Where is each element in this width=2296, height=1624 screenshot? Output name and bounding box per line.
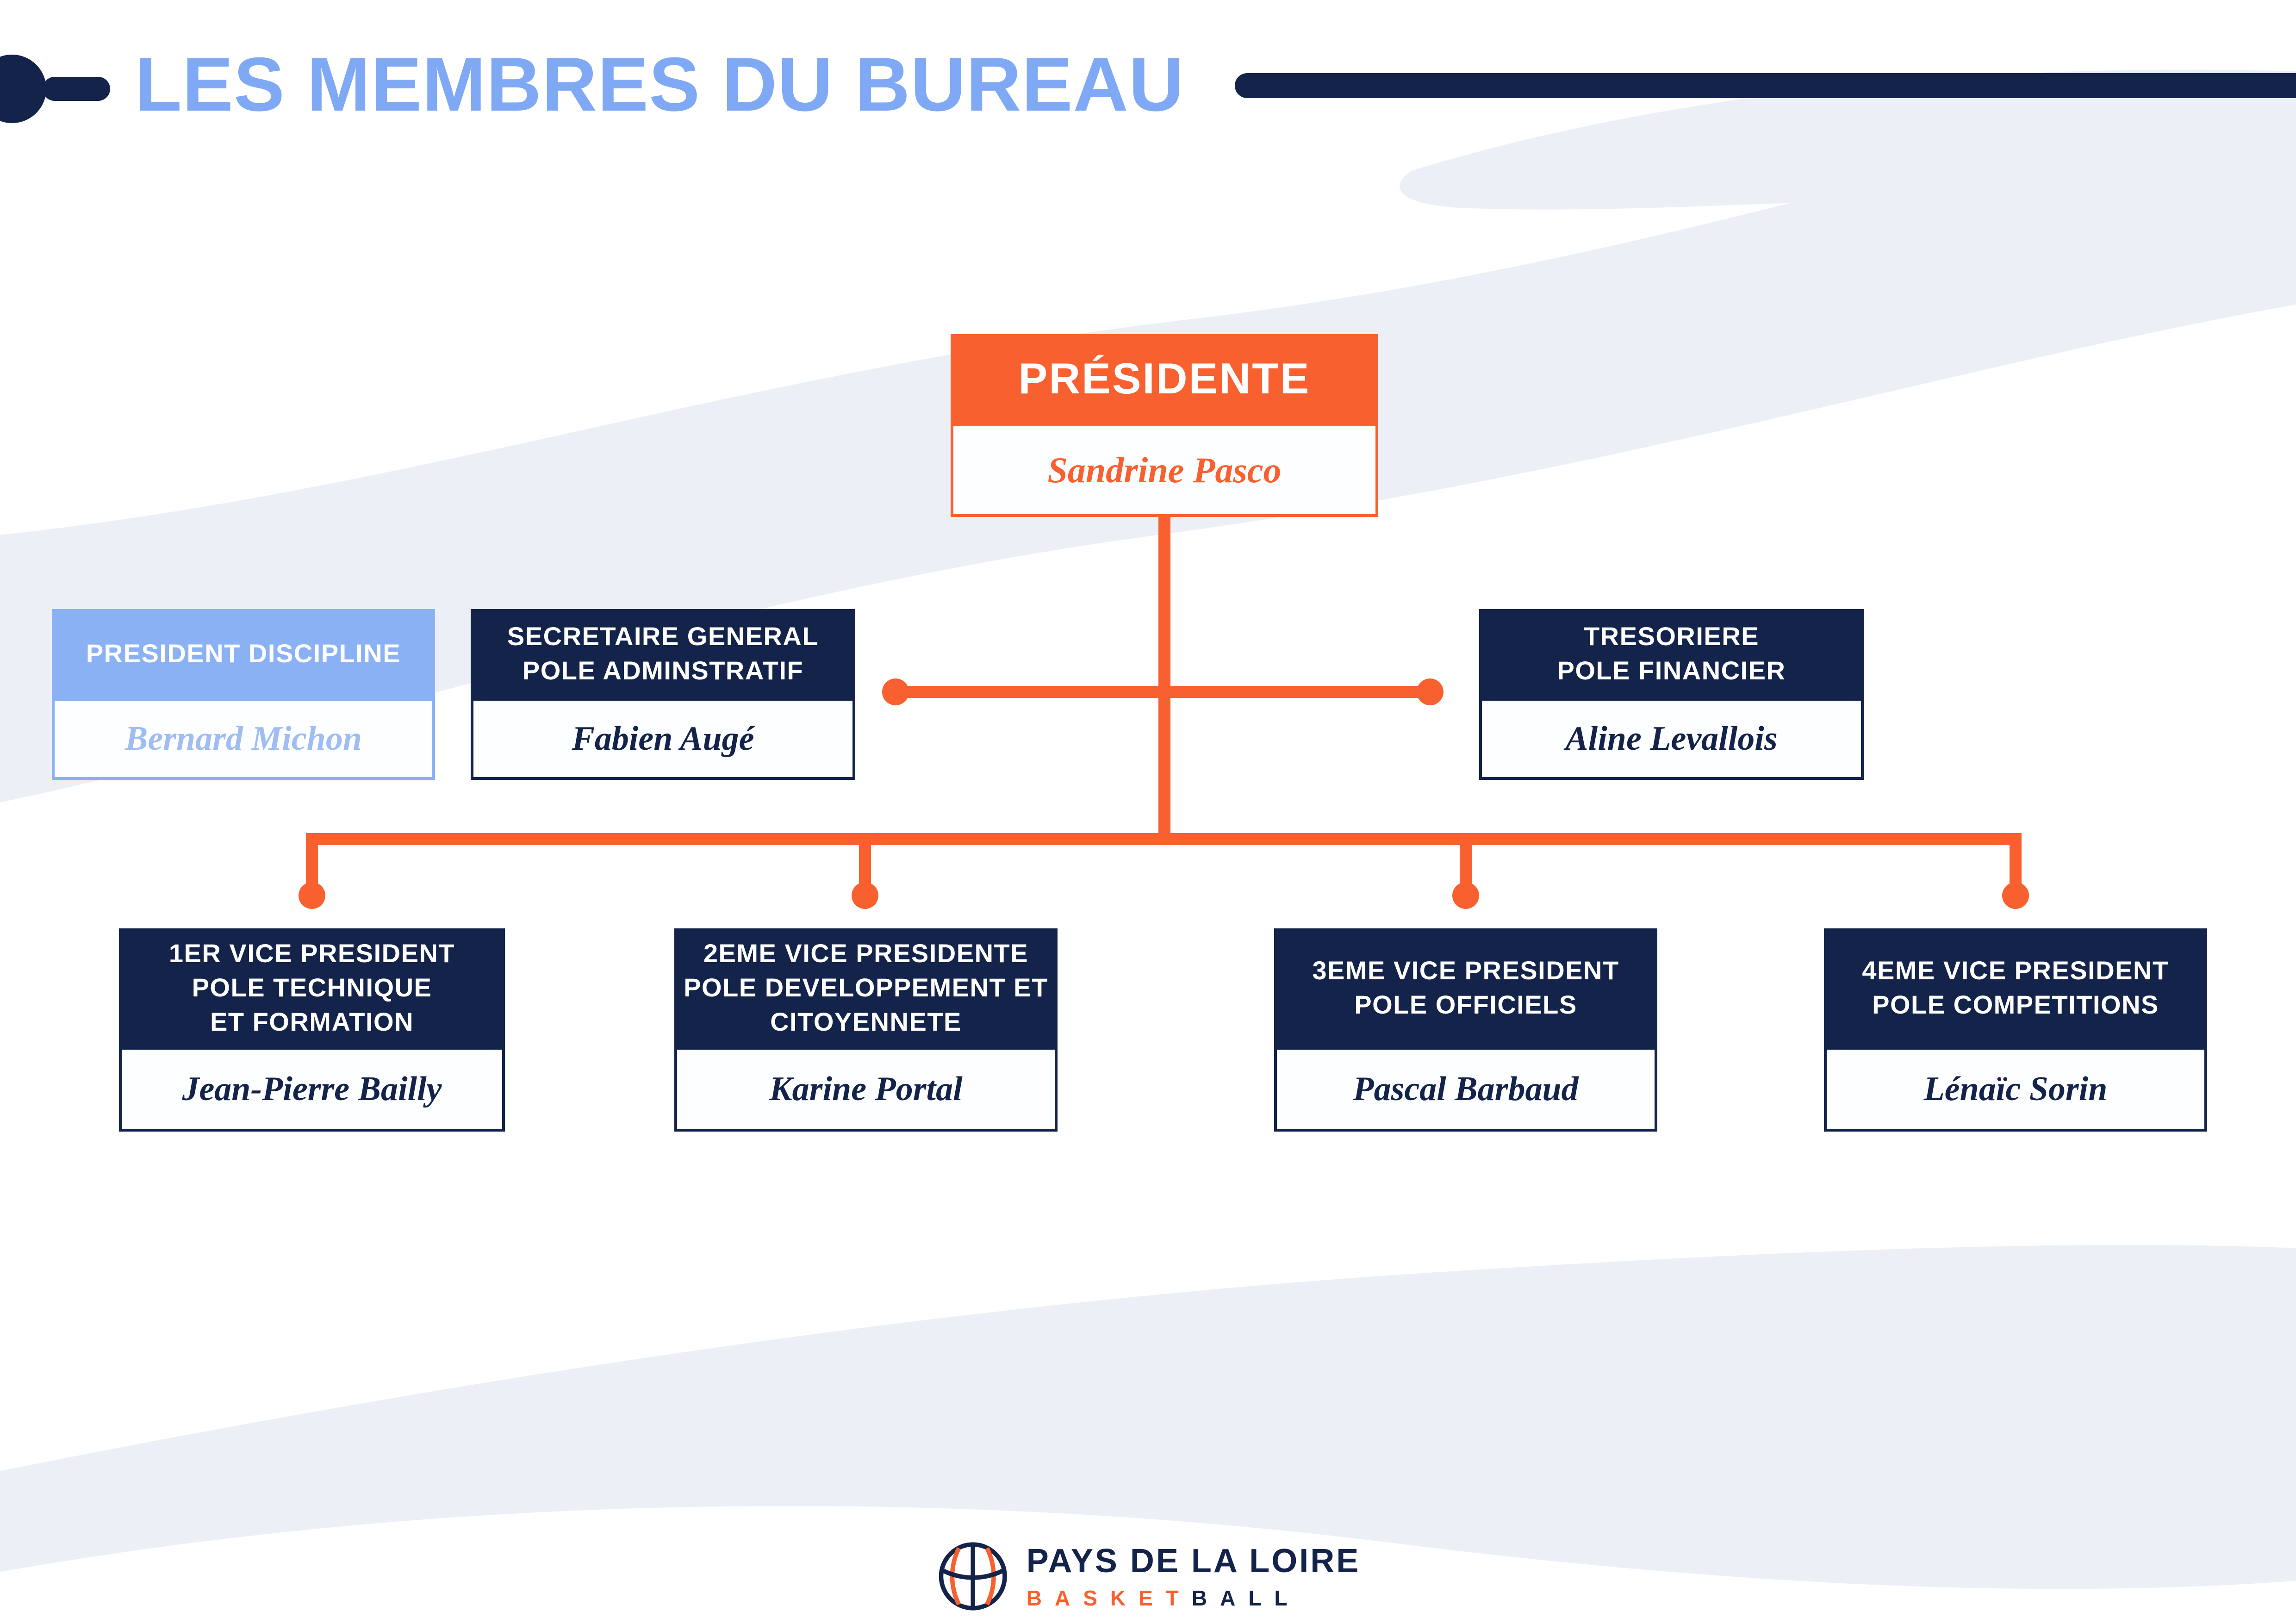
vp4-role-box: 4EME VICE PRESIDENT POLE COMPETITIONS: [1824, 928, 2207, 1047]
vp1-role-line3: ET FORMATION: [210, 1007, 414, 1036]
secretary-name-box: Fabien Augé: [471, 698, 855, 780]
vp1-role-line2: POLE TECHNIQUE: [192, 973, 432, 1002]
discipline-role-label: PRESIDENT DISCIPLINE: [86, 639, 401, 668]
org-box-vp1: 1ER VICE PRESIDENT POLE TECHNIQUE ET FOR…: [119, 928, 505, 1132]
basketball-icon: [939, 1542, 1007, 1611]
logo-ball-part: BALL: [1191, 1586, 1300, 1610]
vp4-role-line1: 4EME VICE PRESIDENT: [1862, 956, 2169, 985]
vp3-name: Pascal Barbaud: [1353, 1070, 1579, 1108]
connector-president-vertical: [1158, 514, 1170, 845]
vp3-name-box: Pascal Barbaud: [1274, 1047, 1657, 1132]
president-name-box: Sandrine Pasco: [951, 423, 1378, 517]
connector-middle-horizontal: [896, 686, 1430, 698]
treasurer-role-line1: TRESORIERE: [1583, 622, 1760, 651]
connector-dot-vp1: [299, 882, 325, 909]
president-role-label: PRÉSIDENTE: [1018, 354, 1311, 403]
secretary-role-line2: POLE ADMINSTRATIF: [522, 656, 804, 685]
vp1-name-box: Jean-Pierre Bailly: [119, 1047, 505, 1132]
vp1-role-line1: 1ER VICE PRESIDENT: [168, 939, 455, 968]
federation-logo: PAYS DE LA LOIRE BASKETBALL: [936, 1539, 1360, 1613]
vp2-name-box: Karine Portal: [674, 1047, 1058, 1132]
vp3-role-box: 3EME VICE PRESIDENT POLE OFFICIELS: [1274, 928, 1657, 1047]
vp4-name: Lénaïc Sorin: [1923, 1070, 2108, 1108]
connector-dot-secretary: [882, 678, 909, 705]
connector-dot-treasurer: [1417, 678, 1444, 705]
connector-dot-vp4: [2002, 882, 2029, 909]
president-name: Sandrine Pasco: [1047, 450, 1282, 490]
org-box-discipline: PRESIDENT DISCIPLINE Bernard Michon: [52, 609, 435, 780]
org-box-treasurer: TRESORIERE POLE FINANCIER Aline Levalloi…: [1479, 609, 1864, 780]
vp1-role-box: 1ER VICE PRESIDENT POLE TECHNIQUE ET FOR…: [119, 928, 505, 1047]
vp2-name: Karine Portal: [769, 1070, 963, 1108]
treasurer-name-box: Aline Levallois: [1479, 698, 1864, 780]
org-box-vp2: 2EME VICE PRESIDENTE POLE DEVELOPPEMENT …: [674, 928, 1058, 1132]
vp3-role-line1: 3EME VICE PRESIDENT: [1312, 956, 1619, 985]
org-box-vp3: 3EME VICE PRESIDENT POLE OFFICIELS Pasca…: [1274, 928, 1657, 1132]
connector-dot-vp3: [1452, 882, 1479, 909]
title-bar-right: [1235, 73, 2296, 98]
treasurer-name: Aline Levallois: [1565, 720, 1778, 758]
logo-sport-name: BASKETBALL: [1027, 1586, 1360, 1611]
discipline-name: Bernard Michon: [125, 720, 362, 758]
org-box-president: PRÉSIDENTE Sandrine Pasco: [951, 334, 1378, 517]
org-box-vp4: 4EME VICE PRESIDENT POLE COMPETITIONS Lé…: [1824, 928, 2207, 1132]
vp2-role-box: 2EME VICE PRESIDENTE POLE DEVELOPPEMENT …: [674, 928, 1058, 1047]
logo-basket-part: BASKET: [1026, 1586, 1192, 1610]
logo-text: PAYS DE LA LOIRE BASKETBALL: [1027, 1542, 1360, 1611]
secretary-role-box: SECRETAIRE GENERAL POLE ADMINSTRATIF: [471, 609, 855, 698]
discipline-role-box: PRESIDENT DISCIPLINE: [52, 609, 435, 698]
title-bar-left: [43, 77, 110, 101]
treasurer-role-box: TRESORIERE POLE FINANCIER: [1479, 609, 1864, 698]
vp4-name-box: Lénaïc Sorin: [1824, 1047, 2207, 1132]
vp2-role-line1: 2EME VICE PRESIDENTE: [703, 939, 1029, 968]
vp2-role-line2: POLE DEVELOPPEMENT ET: [684, 973, 1048, 1002]
vp3-role-line2: POLE OFFICIELS: [1354, 990, 1577, 1019]
secretary-name: Fabien Augé: [572, 720, 754, 758]
discipline-name-box: Bernard Michon: [52, 698, 435, 780]
treasurer-role-line2: POLE FINANCIER: [1557, 656, 1786, 685]
connector-dot-vp2: [852, 882, 878, 909]
vp1-name: Jean-Pierre Bailly: [182, 1070, 442, 1108]
page-title: LES MEMBRES DU BUREAU: [135, 42, 1184, 127]
vp4-role-line2: POLE COMPETITIONS: [1872, 990, 2159, 1019]
org-box-secretary: SECRETAIRE GENERAL POLE ADMINSTRATIF Fab…: [471, 609, 855, 780]
connector-lower-horizontal: [306, 833, 2022, 845]
president-role-box: PRÉSIDENTE: [951, 334, 1378, 423]
logo-region-name: PAYS DE LA LOIRE: [1026, 1543, 1361, 1580]
vp2-role-line3: CITOYENNETE: [770, 1007, 962, 1036]
secretary-role-line1: SECRETAIRE GENERAL: [507, 622, 819, 651]
